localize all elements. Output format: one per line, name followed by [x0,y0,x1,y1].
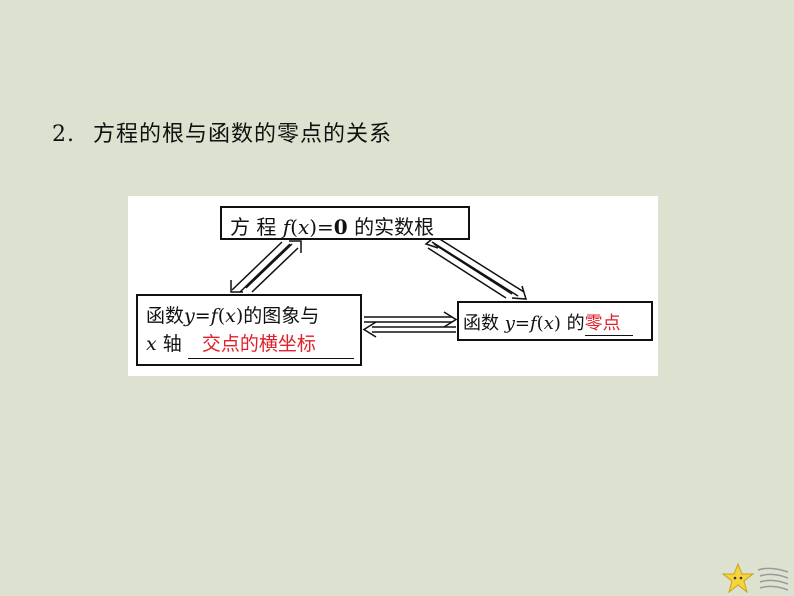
top-box-zero: 0 [333,215,348,239]
top-box-paren-close: ) [309,215,318,239]
right-box-suffix: 的 [560,313,585,334]
right-box-y: y [504,313,515,334]
left-box-x-var: x [146,333,157,355]
right-box-answer-blank: 零点 [584,309,633,336]
arrow-right-to-top-head [424,238,439,249]
left-box-y: y [184,305,195,327]
arrow-right-to-left-head [362,321,377,338]
right-box-eq: = [514,313,530,334]
left-box-paren-open: ( [217,305,226,327]
right-box-prefix: 函数 [463,313,505,334]
top-box-eq: = [317,215,334,239]
right-box-paren-close: ) [553,313,561,334]
heading-number: 2. [52,122,75,147]
left-box-suffix: 的图象与 [243,305,320,327]
heading-text: 方程的根与函数的零点的关系 [93,122,393,147]
left-box-eq: = [194,305,211,327]
box-function-zero: 函数 y=f(x) 的零点 [457,301,653,341]
box-graph-intersection: 函数y=f(x)的图象与 x 轴 交点的横坐标 [136,294,362,366]
arrow-left-to-right-head [443,311,458,328]
arrow-right-to-top-line2 [433,243,513,295]
left-box-answer: 交点的横坐标 [201,333,316,355]
left-box-var: x [225,305,236,327]
arrow-top-to-right-line1 [431,241,519,297]
top-box-suffix: 的实数根 [347,215,435,239]
star-decoration-icon [721,562,789,594]
arrow-top-to-left-head [230,280,243,293]
left-box-line2: x 轴 交点的横坐标 [146,330,360,359]
arrow-left-to-top-line1 [251,247,299,293]
left-box-line1: 函数y=f(x)的图象与 [146,302,360,330]
right-box-func: f [530,313,537,334]
right-box-paren-open: ( [536,313,544,334]
arrow-top-to-right-head [511,285,528,300]
arrow-top-to-left-line2 [239,243,291,293]
arrow-left-to-top-head [289,240,302,253]
left-box-answer-blank: 交点的横坐标 [187,330,354,359]
arrow-right-to-top-line1 [427,247,507,299]
right-box-var: x [543,313,554,334]
arrow-top-to-right-line2 [437,237,525,293]
top-box-func: f [282,215,291,239]
arrow-left-to-top-line2 [245,243,293,289]
top-box-prefix: 方 程 [230,215,283,239]
left-box-func: f [210,305,218,327]
left-box-prefix: 函数 [146,305,185,327]
box-equation-root: 方 程 f(x)=0 的实数根 [220,206,470,240]
arrow-top-to-left-line1 [231,241,283,291]
left-box-paren-close: ) [235,305,244,327]
top-box-paren-open: ( [290,215,298,239]
right-box-answer: 零点 [584,313,621,334]
left-box-axis-text: 轴 [156,333,182,355]
top-box-var: x [297,215,310,239]
page-title: 2. 方程的根与函数的零点的关系 [52,116,392,148]
